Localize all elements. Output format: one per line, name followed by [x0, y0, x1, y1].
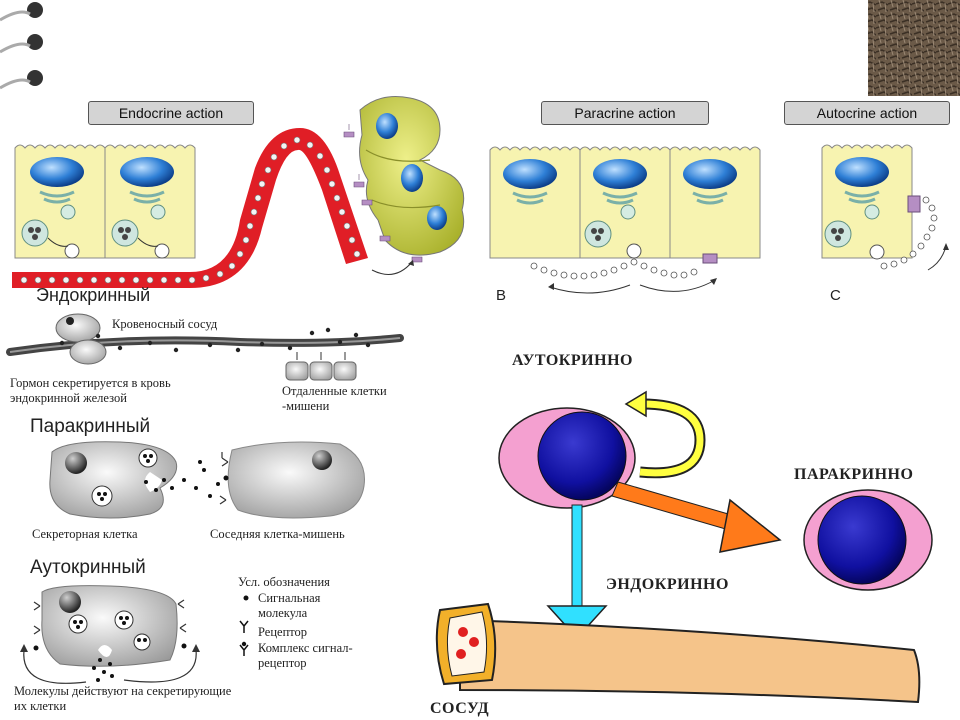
- autocrine-big-cell: [498, 390, 706, 509]
- panel-b-letter: В: [496, 287, 507, 304]
- paracrine-schematic: [49, 441, 365, 519]
- autocrine-action-label: Autocrine action: [784, 101, 950, 125]
- paracrine-cells: [489, 146, 761, 294]
- endocrine-cells: [14, 144, 196, 259]
- paracrine-caps-label: ПАРАКРИННО: [794, 466, 914, 483]
- target-cells-green: [343, 96, 465, 275]
- hormone-caption: Гормон секретируется в кровь эндокринной…: [10, 376, 171, 405]
- vessel-caps-label: СОСУД: [430, 700, 490, 717]
- autocrine-ru-title: Аутокринный: [30, 557, 146, 578]
- paracrine-action-label: Paracrine action: [541, 101, 709, 125]
- notebook-rings: [0, 2, 43, 90]
- neighbor-target-cell-label: Соседняя клетка-мишень: [210, 527, 345, 541]
- blood-vessel-label: Кровеносный сосуд: [112, 317, 218, 331]
- legend-symbols: [239, 595, 249, 656]
- legend-title: Усл. обозначения: [238, 575, 330, 589]
- paracrine-arrow: [611, 481, 782, 553]
- vessel-tube: [435, 602, 921, 704]
- blood-vessel-top: [12, 128, 368, 288]
- endocrine-ru-label: Эндокринный: [36, 285, 151, 305]
- autocrine-cell-top: [821, 144, 949, 271]
- paracrine-ru-title: Паракринный: [30, 416, 151, 437]
- decorative-bark-texture: [868, 0, 960, 96]
- autocrine-schematic: [20, 585, 200, 684]
- legend-signal-molecule: Сигнальная молекула: [258, 591, 321, 620]
- secretory-cell-label: Секреторная клетка: [32, 527, 138, 541]
- panel-c-letter: С: [830, 287, 841, 304]
- endocrine-caps-label: ЭНДОКРИННО: [606, 576, 729, 593]
- endocrine-arrow: [546, 504, 608, 640]
- autocrine-caption: Молекулы действуют на секретирующие их к…: [14, 684, 232, 713]
- legend-complex: Комплекс сигнал-рецептор: [258, 641, 353, 670]
- endocrine-schematic: [6, 313, 404, 381]
- autocrine-caps-label: АУТОКРИННО: [512, 352, 633, 369]
- distant-target-cells-label: Отдаленные клетки -мишени: [282, 384, 387, 413]
- legend-receptor: Рецептор: [258, 625, 308, 639]
- paracrine-big-cell: [803, 489, 933, 591]
- endocrine-action-label: Endocrine action: [88, 101, 254, 125]
